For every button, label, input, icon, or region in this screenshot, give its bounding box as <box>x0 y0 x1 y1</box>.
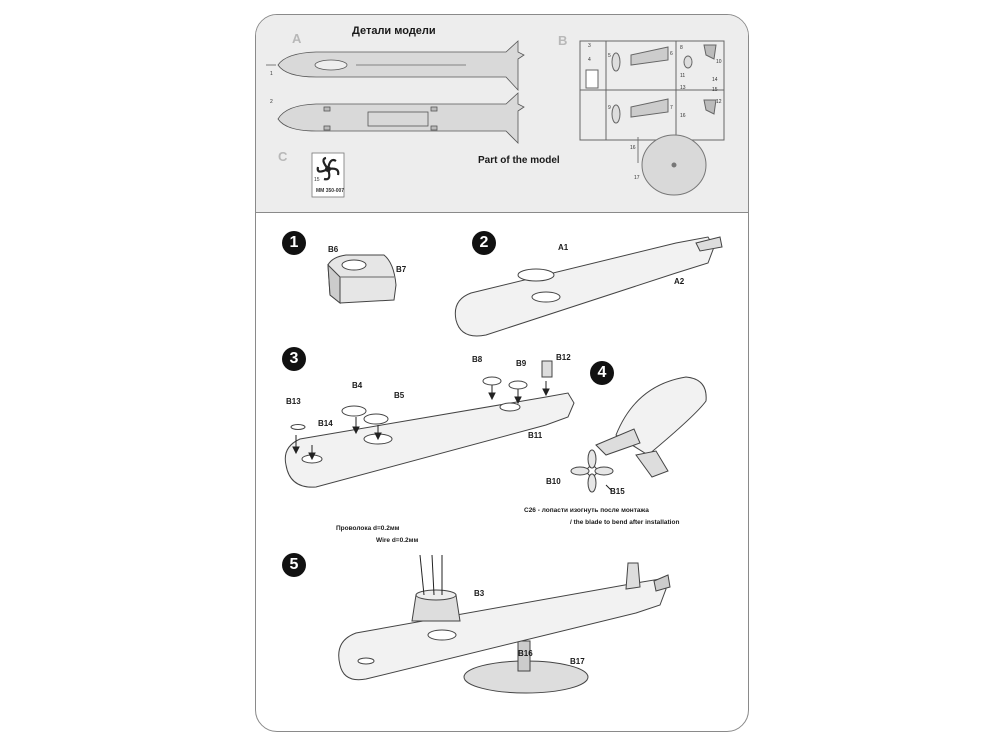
stand-parts <box>637 134 707 196</box>
part-label: B13 <box>286 397 301 406</box>
hull-assembly-step-2 <box>454 236 723 337</box>
stand-number-16: 16 <box>630 145 636 151</box>
part-label: B15 <box>610 487 625 496</box>
part-label: B7 <box>396 265 407 274</box>
hull-assembly-step-3 <box>284 360 575 488</box>
part-label: B4 <box>352 381 363 390</box>
blade-note-ru: C26 - лопасти изогнуть после монтажа <box>524 507 649 514</box>
blade-note-en: / the blade to bend after installation <box>570 519 680 526</box>
complete-model <box>338 554 671 694</box>
parts-title: Детали модели <box>352 25 436 37</box>
propeller-assembly <box>570 376 707 493</box>
sail-assembly <box>327 254 397 305</box>
part-label: B6 <box>328 245 339 254</box>
part-label: B8 <box>472 355 483 364</box>
part-label: B14 <box>318 419 333 428</box>
sprue-b-number: 6 <box>670 51 673 57</box>
stand-number-17: 17 <box>634 175 640 181</box>
wire-note-en: Wire d=0.2мм <box>376 537 419 544</box>
part-label: A1 <box>558 243 569 252</box>
part-label: B16 <box>518 649 533 658</box>
sprue-b-number: 5 <box>608 53 611 59</box>
part-label: A2 <box>674 277 685 286</box>
sprue-b-number: 8 <box>680 45 683 51</box>
sprue-b-number: 4 <box>588 57 591 63</box>
sprue-a-part-2-number: 2 <box>270 99 273 105</box>
instruction-sheet: Детали модели A B C Part of the model 1 … <box>255 14 749 732</box>
sprue-b-number: 14 <box>712 77 718 83</box>
sprue-b-number: 9 <box>608 105 611 111</box>
parts-drawing <box>266 40 725 198</box>
sprue-b-number: 3 <box>588 43 591 49</box>
sprue-b-number: 10 <box>716 59 722 65</box>
step-4-badge: 4 <box>590 361 614 385</box>
step-2-badge: 2 <box>472 231 496 255</box>
fret-code: MM 350-007 <box>316 188 345 194</box>
photo-etch-fret-c <box>311 152 345 198</box>
part-of-model-label: Part of the model <box>478 155 560 166</box>
section-a-label: A <box>292 31 302 46</box>
step-1-badge: 1 <box>282 231 306 255</box>
wire-note-ru: Проволока d=0.2мм <box>336 525 400 532</box>
part-label: B3 <box>474 589 485 598</box>
part-label: B12 <box>556 353 571 362</box>
part-label: B5 <box>394 391 405 400</box>
part-label: B11 <box>528 431 543 440</box>
assembly-drawing <box>284 236 723 694</box>
hull-part-2 <box>277 92 525 144</box>
sprue-b-number: 7 <box>670 105 673 111</box>
hull-part-1 <box>266 40 525 92</box>
fret-number: 15 <box>314 177 320 183</box>
step-5-badge: 5 <box>282 553 306 577</box>
parts-panel: Детали модели A B C Part of the model 1 … <box>256 15 748 213</box>
section-b-label: B <box>558 33 568 48</box>
sprue-b-number: 12 <box>716 99 722 105</box>
sprue-b-number: 11 <box>680 73 686 79</box>
section-c-label: C <box>278 149 288 164</box>
part-label: B9 <box>516 359 527 368</box>
sprue-b <box>579 40 725 141</box>
sprue-b-number: 13 <box>680 85 686 91</box>
sprue-b-number: 15 <box>712 87 718 93</box>
step-3-badge: 3 <box>282 347 306 371</box>
part-label: B17 <box>570 657 585 666</box>
sprue-b-number: 16 <box>680 113 686 119</box>
part-label: B10 <box>546 477 561 486</box>
sprue-a-part-1-number: 1 <box>270 71 273 77</box>
